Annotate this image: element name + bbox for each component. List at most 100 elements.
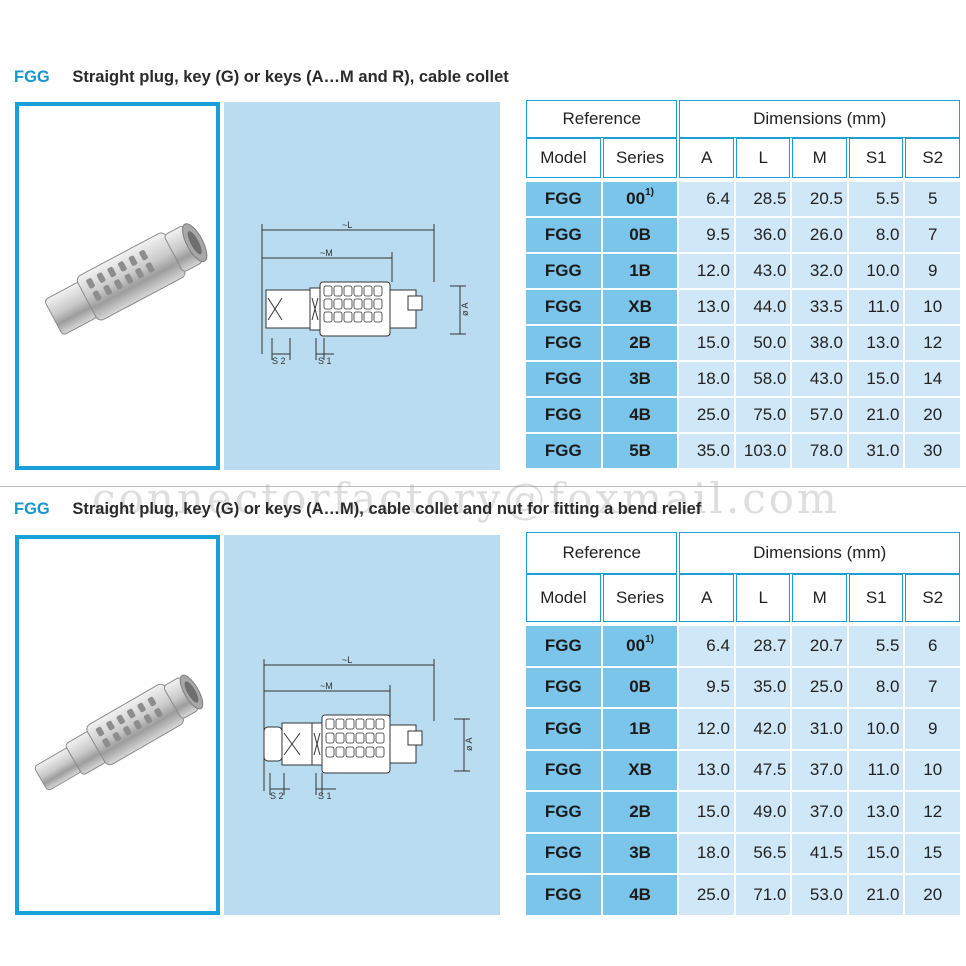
dimension-drawing-icon: ~L ~M ø A S 2 S 1 <box>261 220 470 366</box>
cell-s2: 7 <box>905 667 960 709</box>
cell-s1: 15.0 <box>848 362 904 398</box>
cell-m: 37.0 <box>792 750 847 792</box>
section-2-product-photo <box>15 535 220 915</box>
cell-s1: 11.0 <box>848 750 904 792</box>
cell-m: 25.0 <box>792 667 847 709</box>
cell-series: 1B <box>602 254 678 290</box>
cell-a: 15.0 <box>679 326 734 362</box>
cell-model: FGG <box>526 182 601 218</box>
column-header-model: Model <box>526 574 601 622</box>
cell-s2: 7 <box>905 218 960 254</box>
section-1-heading: FGG Straight plug, key (G) or keys (A…M … <box>14 68 509 87</box>
cell-l: 35.0 <box>735 667 791 709</box>
cell-a: 35.0 <box>679 434 734 470</box>
cell-m: 20.7 <box>792 626 847 668</box>
cell-model: FGG <box>526 667 601 709</box>
label-A: ø A <box>460 302 470 316</box>
cell-s1: 13.0 <box>848 326 904 362</box>
cell-l: 28.5 <box>735 182 791 218</box>
cell-m: 37.0 <box>792 792 847 834</box>
column-header-series: Series <box>602 574 678 622</box>
cell-series: 2B <box>602 792 678 834</box>
cell-s2: 30 <box>905 434 960 470</box>
cell-s2: 10 <box>905 750 960 792</box>
label-L: ~L <box>342 220 352 230</box>
cell-series: 2B <box>602 326 678 362</box>
series-value: 3B <box>629 843 651 863</box>
cell-series: 4B <box>602 398 678 434</box>
cell-l: 49.0 <box>735 792 791 834</box>
footnote-marker: 1) <box>645 187 654 198</box>
cell-model: FGG <box>526 792 601 834</box>
cell-s2: 20 <box>905 398 960 434</box>
cell-a: 6.4 <box>679 182 734 218</box>
cell-s1: 11.0 <box>848 290 904 326</box>
column-header-a: A <box>679 138 734 178</box>
section-1-product-photo <box>15 102 220 470</box>
cell-a: 18.0 <box>679 833 734 875</box>
cell-l: 47.5 <box>735 750 791 792</box>
label-S2: S 2 <box>270 791 284 801</box>
cell-l: 36.0 <box>735 218 791 254</box>
label-S2: S 2 <box>272 356 286 366</box>
section-1-title: Straight plug, key (G) or keys (A…M and … <box>72 68 509 86</box>
series-value: 3B <box>629 369 651 388</box>
cell-l: 42.0 <box>735 709 791 751</box>
series-value: 2B <box>629 801 651 821</box>
column-header-s1: S1 <box>848 138 904 178</box>
cell-m: 41.5 <box>792 833 847 875</box>
cell-series: XB <box>602 290 678 326</box>
series-value: 1B <box>629 718 651 738</box>
cell-a: 15.0 <box>679 792 734 834</box>
cell-m: 26.0 <box>792 218 847 254</box>
cell-model: FGG <box>526 875 601 917</box>
column-header-series: Series <box>602 138 678 178</box>
cell-s1: 13.0 <box>848 792 904 834</box>
cell-l: 43.0 <box>735 254 791 290</box>
reference-header: Reference <box>526 100 678 138</box>
cell-s1: 15.0 <box>848 833 904 875</box>
cell-a: 12.0 <box>679 709 734 751</box>
series-value: 1B <box>629 261 651 280</box>
cell-s2: 15 <box>905 833 960 875</box>
cell-a: 12.0 <box>679 254 734 290</box>
series-value: 4B <box>629 405 651 424</box>
label-A: ø A <box>464 737 474 751</box>
dimensions-header: Dimensions (mm) <box>679 532 960 574</box>
cell-s2: 12 <box>905 326 960 362</box>
cell-series: 4B <box>602 875 678 917</box>
cell-series: 001) <box>602 182 678 218</box>
cell-s1: 10.0 <box>848 254 904 290</box>
watermark: connectorfactory@foxmail.com <box>92 474 840 523</box>
cell-m: 53.0 <box>792 875 847 917</box>
cell-s2: 9 <box>905 709 960 751</box>
cell-s1: 5.5 <box>848 182 904 218</box>
column-header-s2: S2 <box>905 574 960 622</box>
cell-s1: 31.0 <box>848 434 904 470</box>
cell-series: 1B <box>602 709 678 751</box>
cell-model: FGG <box>526 362 601 398</box>
cell-l: 50.0 <box>735 326 791 362</box>
cell-m: 43.0 <box>792 362 847 398</box>
section-2-technical-drawing: ~L ~M ø A S 2 S 1 <box>224 535 500 915</box>
cell-s1: 5.5 <box>848 626 904 668</box>
label-L: ~L <box>342 655 352 665</box>
cell-m: 20.5 <box>792 182 847 218</box>
cell-series: XB <box>602 750 678 792</box>
section-2-heading: FGG Straight plug, key (G) or keys (A…M)… <box>14 500 701 519</box>
cell-series: 3B <box>602 833 678 875</box>
cell-model: FGG <box>526 833 601 875</box>
